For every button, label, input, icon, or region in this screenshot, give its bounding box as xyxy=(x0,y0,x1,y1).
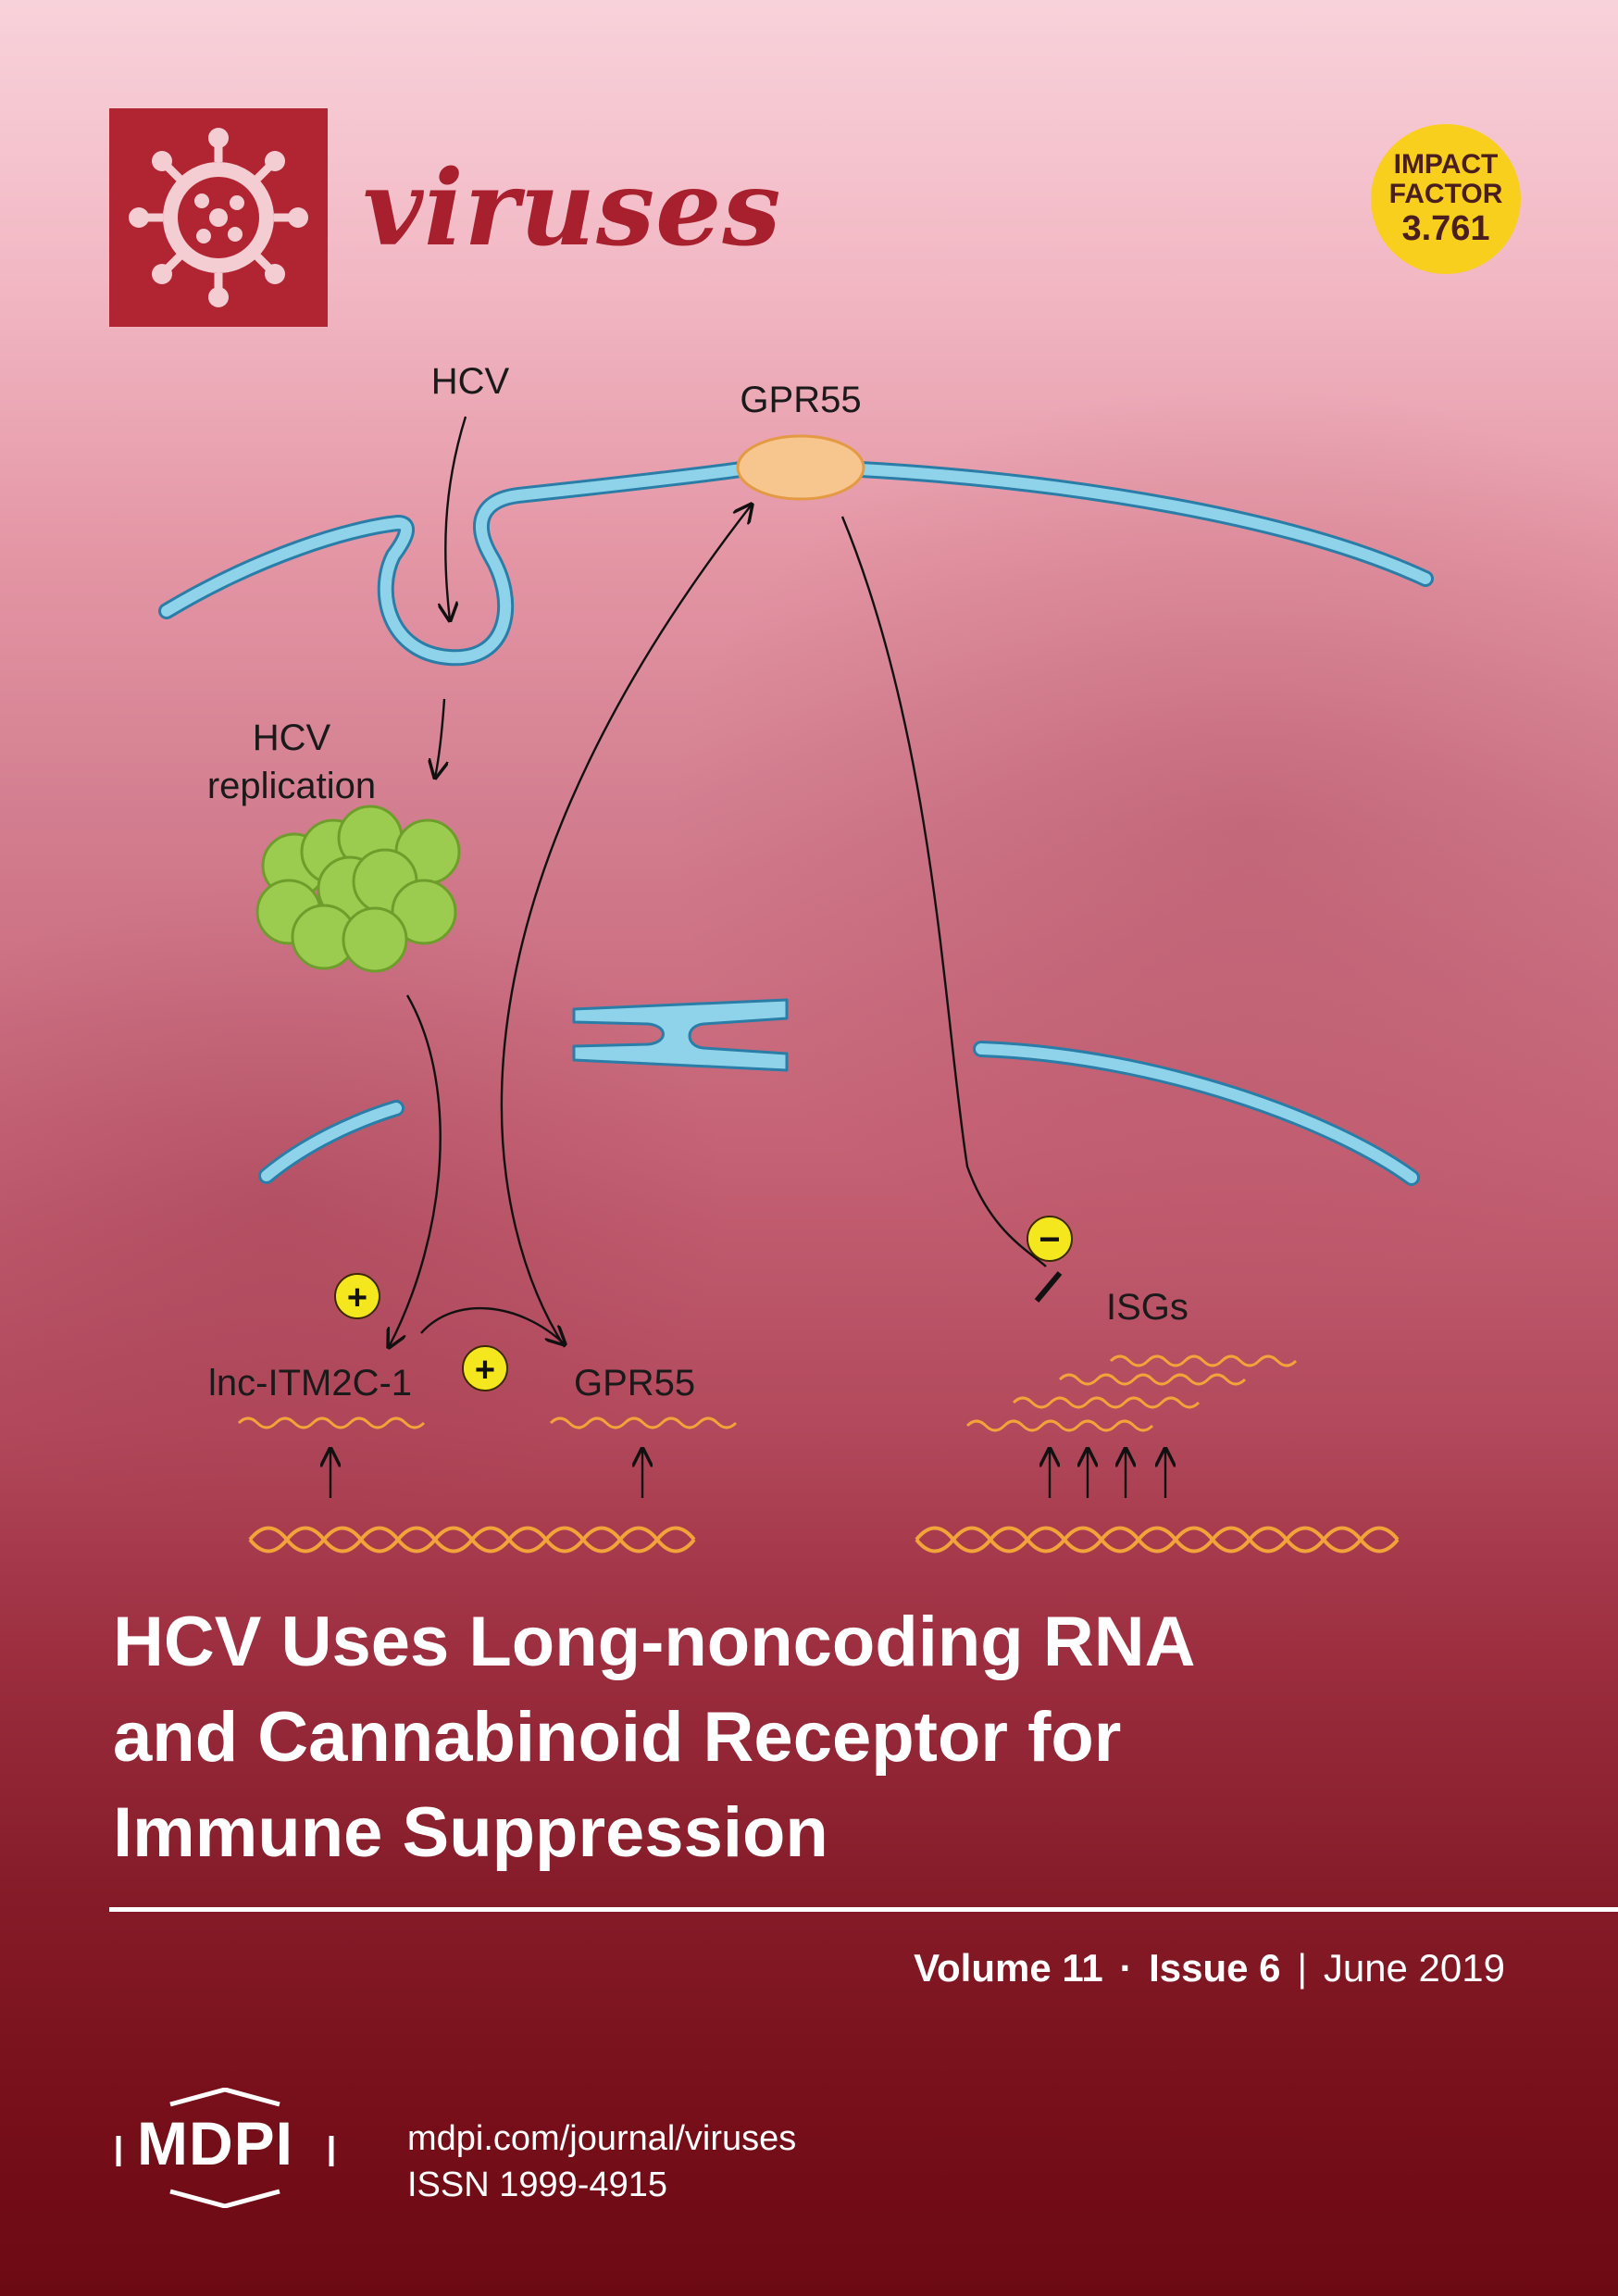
cell-membrane-top xyxy=(158,461,1434,667)
arrow-gpr55-to-membrane xyxy=(500,505,752,1348)
arrow-replication-to-lnc xyxy=(389,994,442,1347)
plus-sign-badge: + xyxy=(334,1273,380,1319)
title-line: HCV Uses Long-noncoding RNA xyxy=(113,1603,1196,1681)
issue-date: June 2019 xyxy=(1323,1946,1505,1990)
nuclear-membrane xyxy=(258,1041,1420,1186)
arrow-hcv-entry xyxy=(445,416,467,620)
label-gpr55-gene: GPR55 xyxy=(574,1363,695,1404)
journal-url[interactable]: mdpi.com/journal/viruses xyxy=(407,2119,797,2158)
article-title: HCV Uses Long-noncoding RNA and Cannabin… xyxy=(113,1594,1557,1880)
separator-bar: | xyxy=(1297,1946,1308,1990)
plus-sign-badge: + xyxy=(462,1345,508,1391)
divider-line xyxy=(109,1907,1618,1912)
dna-strand-right xyxy=(915,1526,1400,1554)
label-hcv-replication: replication xyxy=(207,766,376,806)
isg-transcript xyxy=(1109,1354,1298,1367)
impact-factor-value: 3.761 xyxy=(1401,209,1490,248)
title-line: Immune Suppression xyxy=(113,1793,828,1872)
title-line: and Cannabinoid Receptor for xyxy=(113,1698,1122,1777)
dna-strand-right xyxy=(915,1526,1400,1554)
minus-sign-badge: − xyxy=(1027,1216,1073,1262)
mdpi-hexagon-icon xyxy=(116,2088,334,2208)
impact-label: IMPACT xyxy=(1393,149,1499,180)
volume: Volume 11 xyxy=(914,1946,1103,1990)
label-isgs: ISGs xyxy=(1106,1287,1189,1328)
journal-logo xyxy=(109,108,328,327)
issn: ISSN 1999-4915 xyxy=(407,2165,667,2204)
label-hcv: HCV xyxy=(431,361,510,402)
mrna-transcripts xyxy=(237,1354,1298,1432)
label-hcv-replication: HCV xyxy=(253,718,331,758)
issue-number: Issue 6 xyxy=(1149,1946,1281,1990)
inhibition-line xyxy=(840,516,1047,1267)
publisher-info: mdpi.com/journal/viruses ISSN 1999-4915 xyxy=(407,2115,796,2208)
isg-transcript xyxy=(965,1419,1154,1432)
virus-logo-icon xyxy=(129,128,308,307)
svg-text:+: + xyxy=(347,1279,367,1317)
arrow-to-replication xyxy=(435,698,444,778)
svg-text:+: + xyxy=(475,1351,495,1390)
svg-text:−: − xyxy=(1039,1219,1060,1260)
factor-label: FACTOR xyxy=(1388,179,1503,209)
gpr55-transcript xyxy=(549,1416,738,1429)
isg-transcript xyxy=(1058,1373,1247,1386)
isg-transcript xyxy=(1012,1396,1201,1409)
label-lnc-itm2c-1: lnc-ITM2C-1 xyxy=(208,1363,412,1404)
hcv-pathway-diagram: + + − HCV GPR55 HCV replication lnc-ITM2… xyxy=(158,361,1434,1554)
lnc-transcript xyxy=(237,1416,426,1429)
pathway-arrows xyxy=(330,416,1165,1498)
arrow-lnc-to-gpr55 xyxy=(420,1306,565,1344)
separator-dot: · xyxy=(1119,1946,1133,1990)
issue-info: Volume 11 · Issue 6 | June 2019 xyxy=(914,1942,1505,1994)
nuclear-pore xyxy=(572,998,789,1072)
label-gpr55-receptor: GPR55 xyxy=(740,380,861,420)
journal-title: viruses xyxy=(363,148,782,269)
inhibition-bar xyxy=(1034,1271,1063,1303)
impact-factor-badge: IMPACT FACTOR 3.761 xyxy=(1371,124,1521,274)
dna-strand-left xyxy=(248,1526,696,1554)
publisher-logo: MDPI xyxy=(137,2109,293,2177)
hcv-replication-cluster xyxy=(255,805,461,973)
gpr55-receptor xyxy=(736,434,865,501)
dna-helix xyxy=(248,1526,1400,1554)
